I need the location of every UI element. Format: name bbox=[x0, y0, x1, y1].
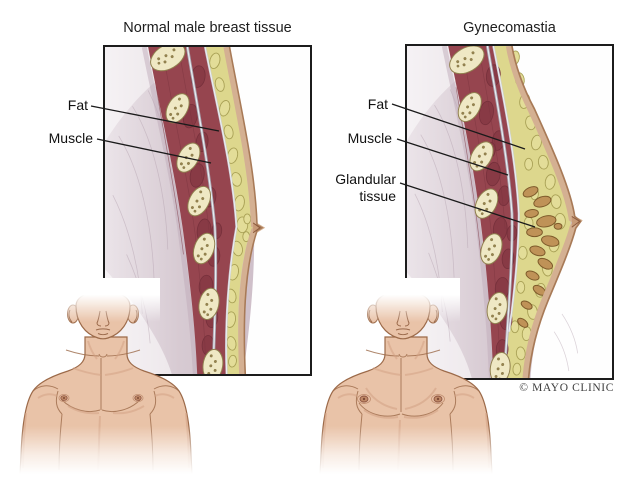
nipple-left bbox=[357, 394, 371, 404]
nipple-right bbox=[431, 394, 445, 404]
panel-title-normal: Normal male breast tissue bbox=[123, 20, 292, 36]
mayo-clinic-credit: © MAYO CLINIC bbox=[519, 382, 614, 394]
fat-label-normal: Fat bbox=[67, 97, 88, 113]
skin-outline bbox=[511, 46, 582, 378]
head-white-fade bbox=[48, 278, 160, 322]
chest-lines bbox=[32, 349, 180, 471]
bottom-white-fade bbox=[318, 426, 494, 474]
muscle-label-normal: Muscle bbox=[48, 130, 93, 146]
nipple-left bbox=[58, 394, 70, 403]
nipple bbox=[571, 216, 581, 228]
fat-label-gynecomastia: Fat bbox=[367, 96, 388, 112]
nipple bbox=[252, 222, 261, 234]
nipple-right bbox=[132, 394, 144, 403]
glandular-tissue-label-gynecomastia: Glandular tissue bbox=[335, 171, 396, 204]
highlight-top-left bbox=[105, 47, 213, 142]
skin-outline bbox=[228, 47, 264, 374]
head-white-fade bbox=[348, 278, 460, 322]
glandular-tissue-lobules bbox=[517, 186, 563, 328]
breast-shading bbox=[363, 387, 439, 419]
normal-male-torso-illustration bbox=[18, 278, 194, 474]
highlight-top-left bbox=[407, 46, 513, 141]
gynecomastia-male-torso-illustration bbox=[318, 278, 494, 474]
panel-title-gynecomastia: Gynecomastia bbox=[463, 20, 556, 36]
fat-layer bbox=[199, 47, 252, 374]
muscle-label-gynecomastia: Muscle bbox=[347, 130, 392, 146]
bottom-white-fade bbox=[18, 426, 194, 474]
